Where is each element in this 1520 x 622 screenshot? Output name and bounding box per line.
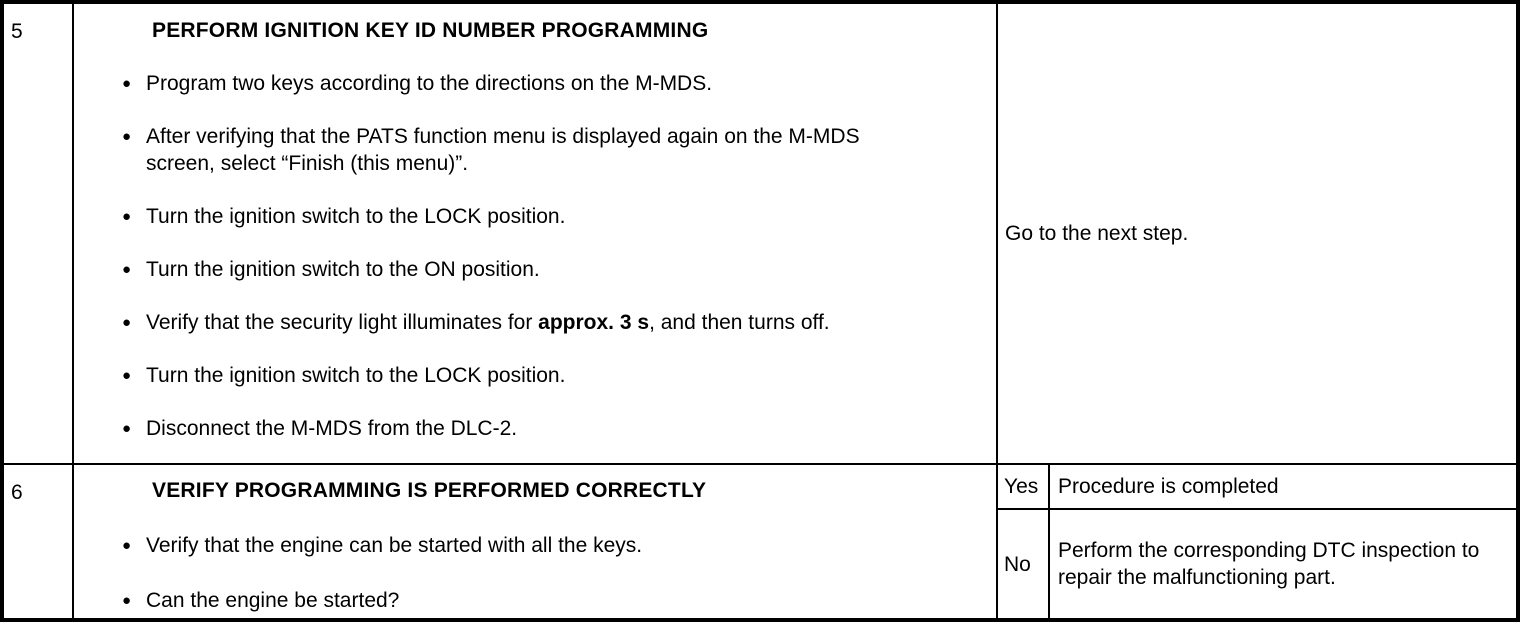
bullet-icon: ●	[122, 367, 132, 384]
action-result-cell: Perform the corresponding DTC inspection…	[1050, 510, 1516, 618]
list-item-text-pre: Verify that the security light illuminat…	[146, 311, 539, 334]
result-text: Perform the corresponding DTC inspection…	[1058, 539, 1480, 589]
procedure-table-grid: 5 PERFORM IGNITION KEY ID NUMBER PROGRAM…	[4, 4, 1516, 618]
bullet-icon: ●	[122, 420, 132, 437]
list-item: ● Turn the ignition switch to the LOCK p…	[74, 203, 996, 230]
list-item-text: Can the engine be started?	[146, 589, 400, 612]
list-item-text: Turn the ignition switch to the ON posit…	[146, 258, 540, 281]
action-result-cell: Procedure is completed	[1050, 465, 1516, 508]
step-title: PERFORM IGNITION KEY ID NUMBER PROGRAMMI…	[152, 19, 709, 42]
bullet-icon: ●	[122, 314, 132, 331]
step-number: 5	[11, 20, 23, 43]
list-item: ● Turn the ignition switch to the LOCK p…	[74, 362, 996, 389]
list-item: ● Verify that the security light illumin…	[74, 309, 996, 336]
result-row-yes: Yes Procedure is completed	[998, 465, 1516, 510]
bullet-icon: ●	[122, 261, 132, 278]
result-cell-5: Go to the next step.	[996, 4, 1516, 463]
list-item-text-post: , and then turns off.	[649, 311, 830, 334]
answer-label: No	[1004, 552, 1031, 576]
bullet-icon: ●	[122, 592, 132, 609]
list-item-text: Turn the ignition switch to the LOCK pos…	[146, 364, 566, 387]
step-title: VERIFY PROGRAMMING IS PERFORMED CORRECTL…	[152, 479, 707, 502]
result-text: Procedure is completed	[1058, 475, 1279, 498]
list-item: ● Disconnect the M-MDS from the DLC-2.	[74, 415, 996, 442]
list-item-text: Disconnect the M-MDS from the DLC-2.	[146, 417, 518, 440]
answer-label: Yes	[1004, 475, 1039, 498]
list-item-text: Verify that the security light illuminat…	[146, 309, 830, 336]
bullet-icon: ●	[122, 208, 132, 225]
result-cell-6: Yes Procedure is completed No Perform th…	[996, 463, 1516, 618]
bullet-icon: ●	[122, 75, 132, 92]
list-item: ● Program two keys according to the dire…	[74, 70, 996, 97]
step-number-cell-5: 5	[4, 4, 72, 463]
action-cell-5: PERFORM IGNITION KEY ID NUMBER PROGRAMMI…	[72, 4, 996, 463]
list-item-text: Program two keys according to the direct…	[146, 72, 713, 95]
result-text: Go to the next step.	[1005, 222, 1189, 245]
list-item-text: After verifying that the PATS function m…	[146, 125, 860, 175]
list-item: ● After verifying that the PATS function…	[74, 123, 996, 177]
list-item-text: Turn the ignition switch to the LOCK pos…	[146, 205, 566, 228]
answer-cell: Yes	[998, 465, 1050, 508]
list-item: ● Turn the ignition switch to the ON pos…	[74, 256, 996, 283]
result-row-no: No Perform the corresponding DTC inspect…	[998, 510, 1516, 618]
list-item: ● Can the engine be started?	[74, 587, 996, 614]
bullet-icon: ●	[122, 537, 132, 554]
list-item-text: Verify that the engine can be started wi…	[146, 534, 643, 557]
step-number: 6	[11, 481, 23, 504]
bullet-icon: ●	[122, 128, 132, 145]
answer-cell: No	[998, 510, 1050, 618]
list-item: ● Verify that the engine can be started …	[74, 532, 996, 559]
step-number-cell-6: 6	[4, 463, 72, 618]
list-item-text-bold: approx. 3 s	[538, 311, 650, 334]
action-cell-6: VERIFY PROGRAMMING IS PERFORMED CORRECTL…	[72, 463, 996, 618]
